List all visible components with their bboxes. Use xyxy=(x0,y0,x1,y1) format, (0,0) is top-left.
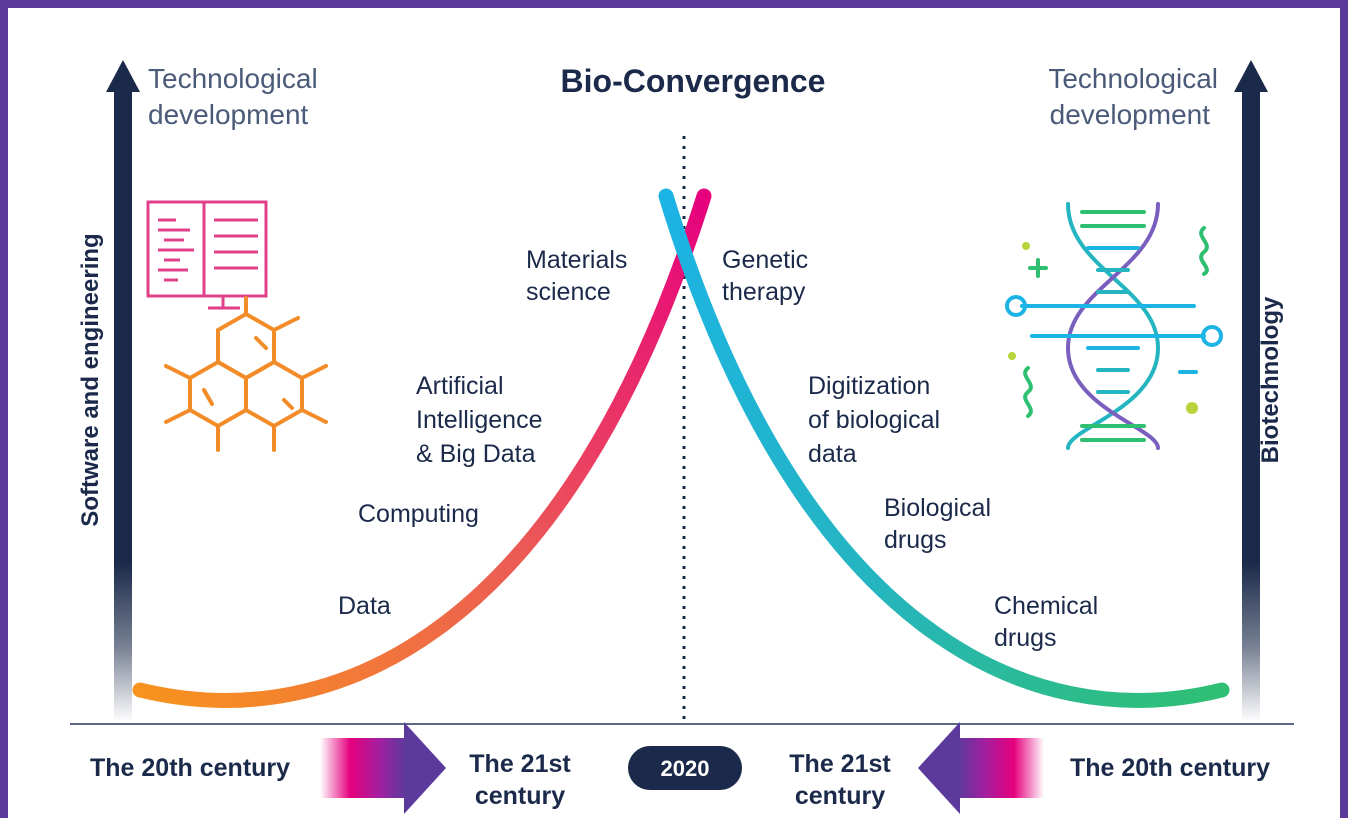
biotechnology-curve xyxy=(658,188,1230,708)
label-digitization-line2: of biological xyxy=(808,406,940,434)
dna-helix-icon xyxy=(1005,202,1223,450)
label-digitization-line1: Digitization xyxy=(808,372,930,400)
left-heading-line2: development xyxy=(148,99,309,130)
timeline-left-start: The 20th century xyxy=(90,754,290,782)
left-heading-line1: Technological xyxy=(148,63,318,94)
diagram-title: Bio-Convergence xyxy=(561,63,826,99)
label-computing: Computing xyxy=(358,500,479,528)
code-screen-icon xyxy=(146,200,268,310)
label-data: Data xyxy=(338,592,391,620)
label-genetic-line2: therapy xyxy=(722,278,806,306)
software-engineering-curve xyxy=(132,188,712,708)
diagram-frame: Bio-Convergence Technological developmen… xyxy=(8,8,1340,818)
right-timeline-arrow xyxy=(918,722,1044,814)
timeline-right-start: The 20th century xyxy=(1070,754,1270,782)
right-development-arrow xyxy=(1234,60,1268,722)
label-ai-line2: Intelligence xyxy=(416,406,542,434)
label-materials-line2: science xyxy=(526,278,611,306)
molecule-icon xyxy=(164,296,328,452)
right-axis-label: Biotechnology xyxy=(1257,296,1284,463)
bio-convergence-diagram: Bio-Convergence Technological developmen… xyxy=(70,60,1294,814)
label-chemical-line1: Chemical xyxy=(994,592,1098,620)
year-badge-label: 2020 xyxy=(661,756,710,781)
label-digitization-line3: data xyxy=(808,440,857,468)
right-heading-line2: development xyxy=(1050,99,1211,130)
label-biological-line2: drugs xyxy=(884,526,947,554)
left-development-arrow xyxy=(106,60,140,722)
timeline-left-end-line1: The 21st xyxy=(469,750,571,778)
timeline-right-end-line2: century xyxy=(795,782,885,810)
left-timeline-arrow xyxy=(320,722,446,814)
label-biological-line1: Biological xyxy=(884,494,991,522)
label-ai-line3: & Big Data xyxy=(416,440,536,468)
timeline-left-end-line2: century xyxy=(475,782,565,810)
left-axis-label: Software and engineering xyxy=(77,233,104,526)
right-heading-line1: Technological xyxy=(1048,63,1218,94)
label-ai-line1: Artificial xyxy=(416,372,504,400)
timeline-right-end-line1: The 21st xyxy=(789,750,891,778)
label-materials-line1: Materials xyxy=(526,246,627,274)
label-genetic-line1: Genetic xyxy=(722,246,808,274)
label-chemical-line2: drugs xyxy=(994,624,1057,652)
year-badge: 2020 xyxy=(628,746,742,790)
